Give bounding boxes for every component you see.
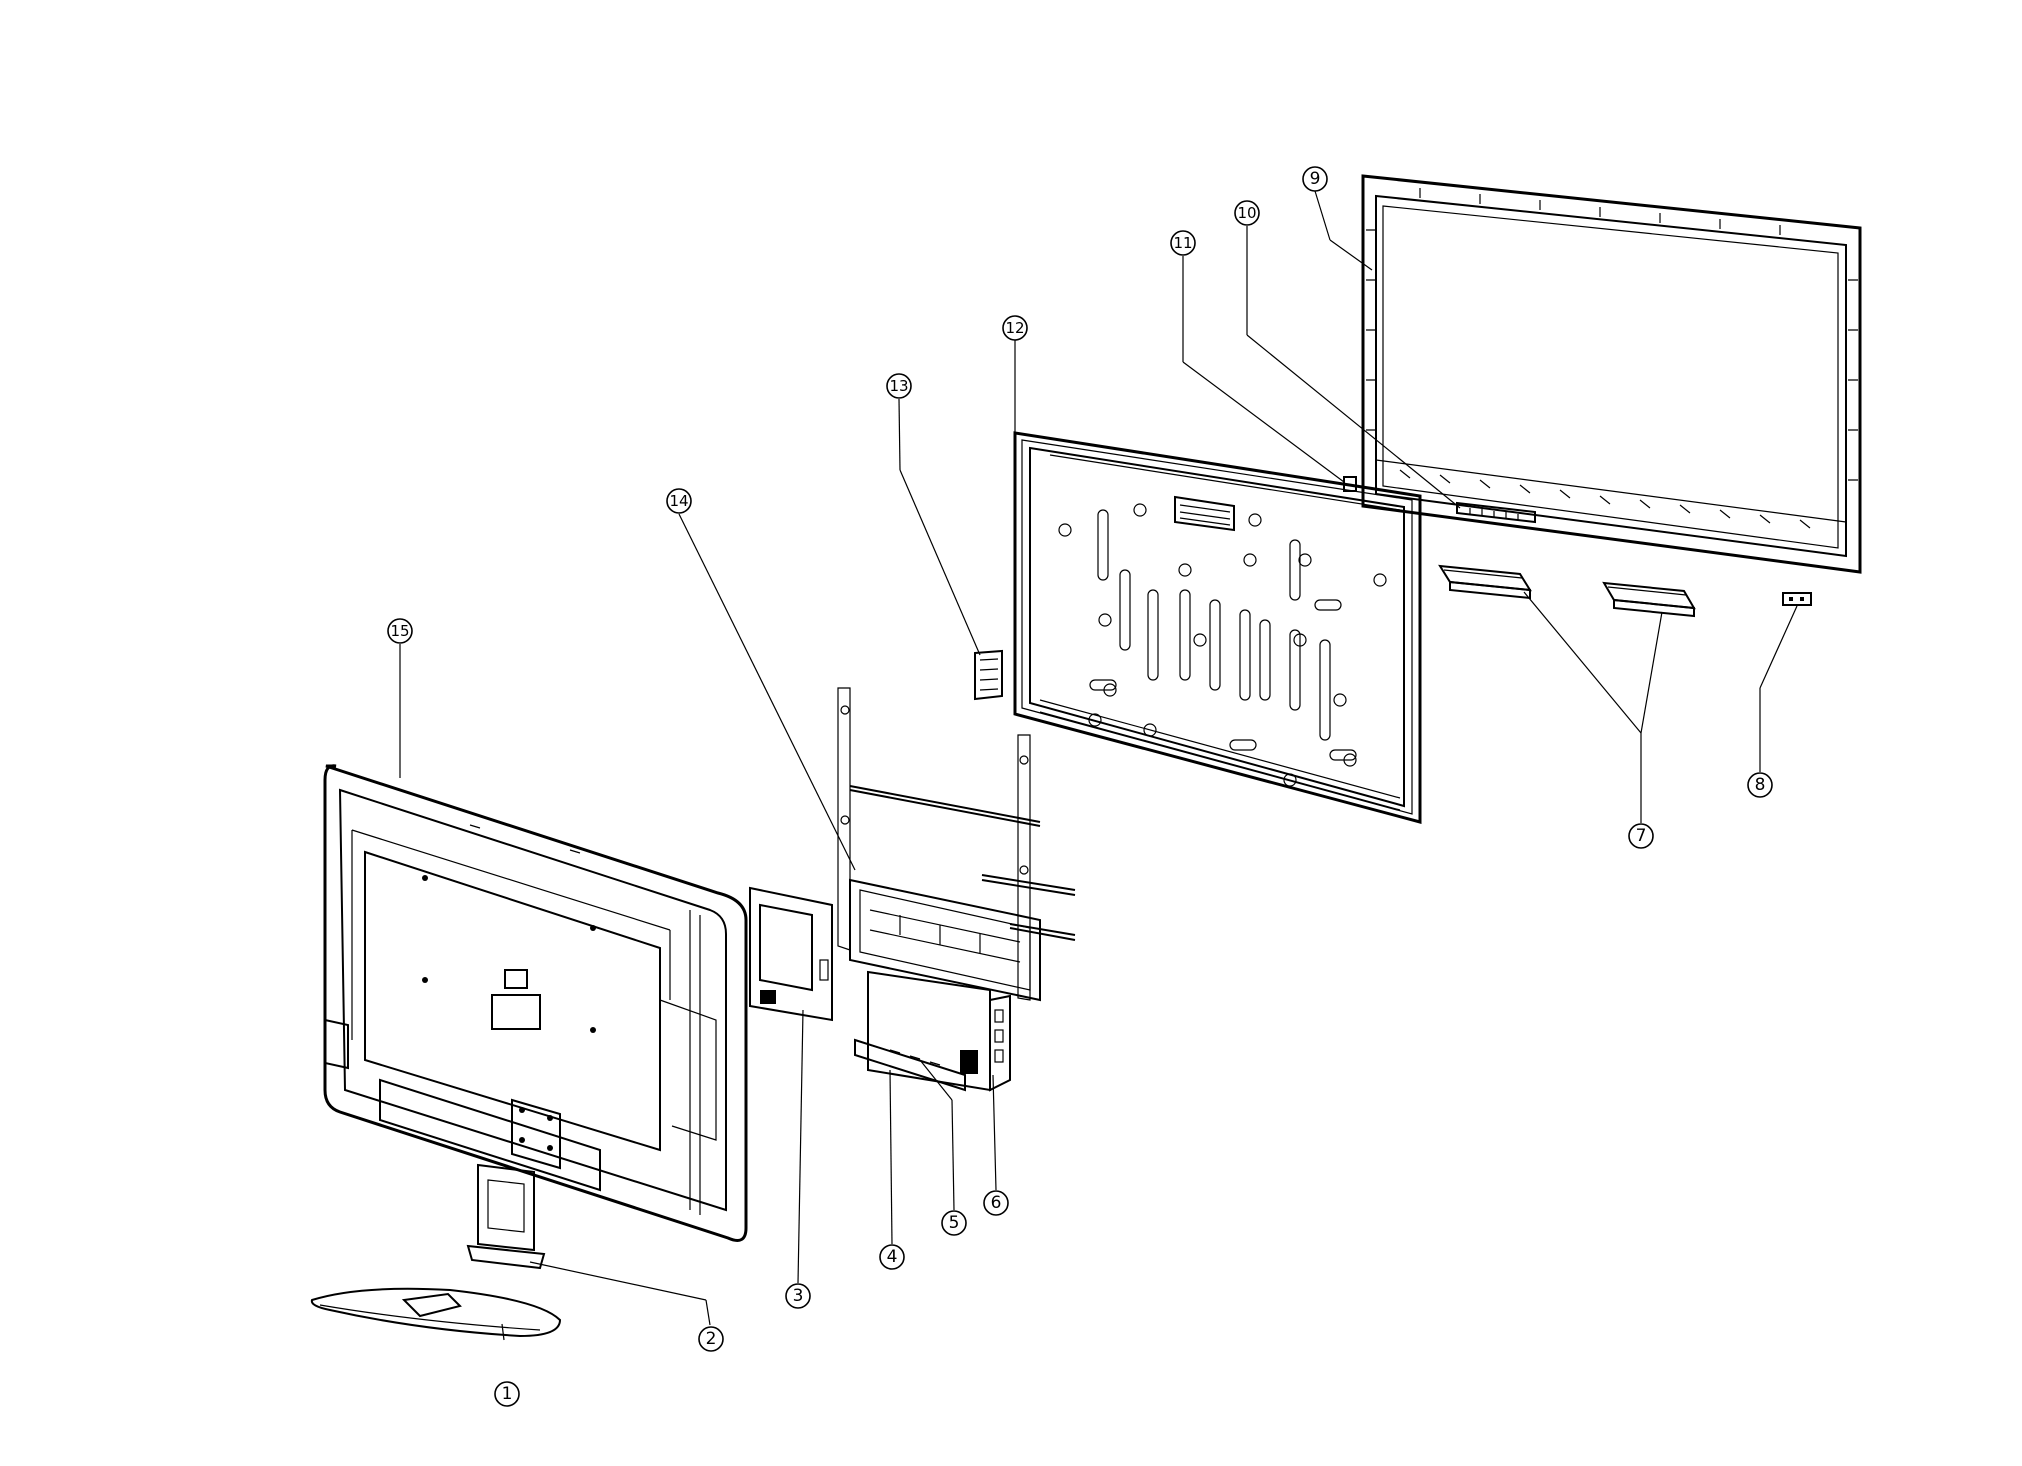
callout-6: 6	[984, 1191, 1008, 1215]
callout-3: 3	[786, 1284, 810, 1308]
leader-lines	[400, 191, 1797, 1340]
callout-9-label: 9	[1310, 169, 1321, 189]
part-mount-bracket	[838, 688, 1075, 1000]
part-back-cover	[325, 766, 746, 1241]
callout-11: 11	[1171, 231, 1195, 255]
part-stand-base	[312, 1289, 560, 1336]
part-stand-neck	[468, 1165, 544, 1268]
callout-2-label: 2	[706, 1329, 717, 1349]
callout-1-label: 1	[502, 1384, 513, 1404]
part-bracket-small	[975, 651, 1002, 699]
callout-12-label: 12	[1005, 319, 1024, 337]
callout-9: 9	[1303, 167, 1327, 191]
callout-8: 8	[1748, 773, 1772, 797]
callout-7: 7	[1629, 824, 1653, 848]
callout-7-label: 7	[1636, 826, 1647, 846]
callout-15: 15	[388, 619, 412, 643]
callout-10: 10	[1235, 201, 1259, 225]
callout-14: 14	[667, 489, 691, 513]
part-speakers	[1440, 566, 1694, 616]
callout-12: 12	[1003, 316, 1027, 340]
callout-2: 2	[699, 1327, 723, 1351]
callout-14-label: 14	[669, 492, 688, 510]
callout-3-label: 3	[793, 1286, 804, 1306]
callout-8-label: 8	[1755, 775, 1766, 795]
callout-13-label: 13	[889, 377, 908, 395]
callout-13: 13	[887, 374, 911, 398]
part-key-board	[1783, 593, 1811, 605]
callout-4: 4	[880, 1245, 904, 1269]
callout-4-label: 4	[887, 1247, 898, 1267]
part-power-board	[750, 888, 832, 1020]
callout-6-label: 6	[991, 1193, 1002, 1213]
callout-5: 5	[942, 1211, 966, 1235]
callout-15-label: 15	[390, 622, 409, 640]
part-front-bezel	[1363, 176, 1860, 572]
callout-5-label: 5	[949, 1213, 960, 1233]
part-lcd-panel	[1015, 433, 1420, 822]
callout-11-label: 11	[1173, 234, 1192, 252]
callout-10-label: 10	[1237, 204, 1256, 222]
callout-1: 1	[495, 1382, 519, 1406]
part-main-board	[855, 972, 1010, 1090]
